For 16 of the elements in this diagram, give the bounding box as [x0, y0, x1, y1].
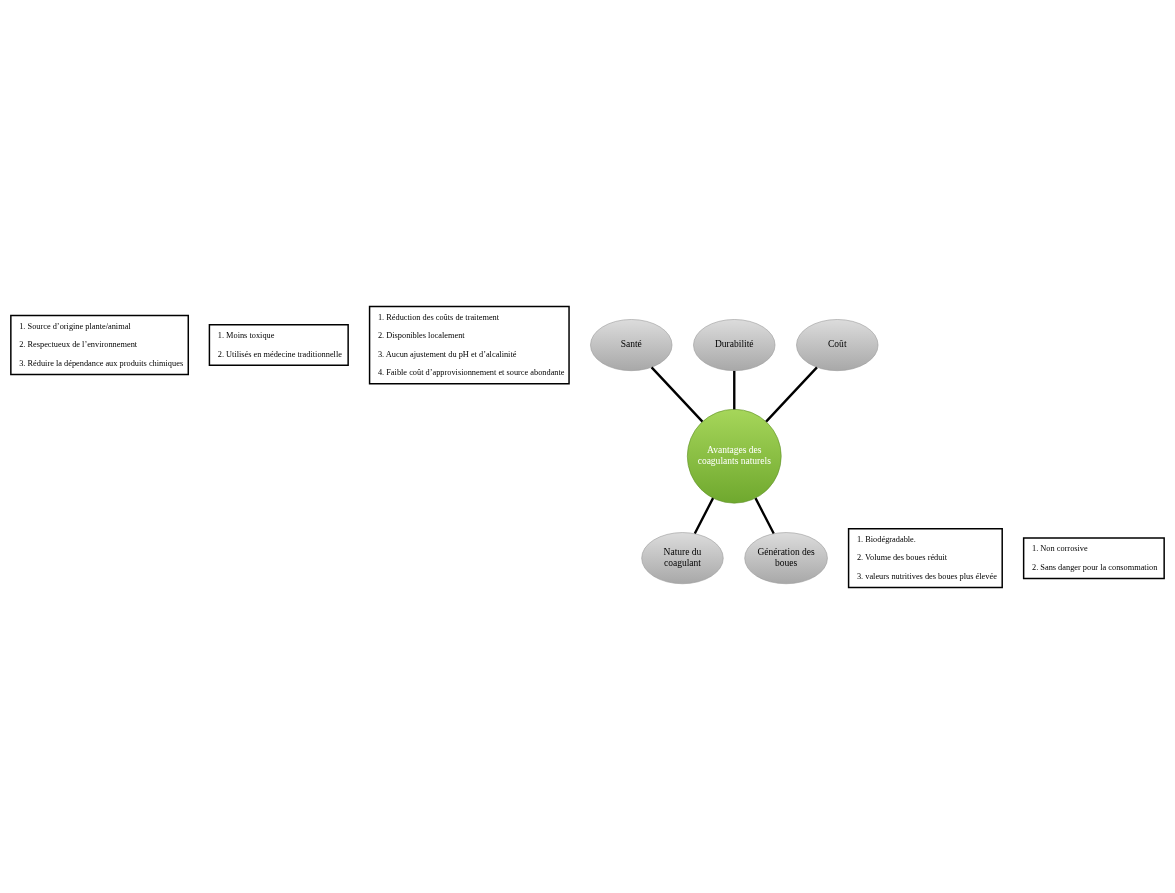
- node-ellipse: Génération des boues: [744, 531, 828, 584]
- connector: [754, 497, 775, 534]
- connector: [693, 497, 715, 534]
- node-box: 1. Biodégradable. 2. Volume des boues réduit 3. valeurs nutritives des boues plus élevée: [847, 527, 1003, 588]
- node-ellipse: Durabilité: [693, 318, 776, 371]
- connector: [765, 366, 818, 422]
- node-box: 1. Non corrosive 2. Sans danger pour la consommation: [1022, 536, 1165, 579]
- node-ellipse: Santé: [590, 318, 673, 371]
- connector: [650, 366, 704, 422]
- node-ellipse: Nature du coagulant: [641, 531, 724, 584]
- node-circle: Avantages des coagulants naturels: [687, 408, 782, 503]
- connector: [733, 370, 736, 409]
- node-ellipse: Coût: [796, 318, 879, 371]
- node-box: 1. Réduction des coûts de traitement 2. Disponibles localement 3. Aucun ajustement du pH et d’alcalinité 4. Faible coût d’approvisionnement et source abondante: [368, 305, 570, 385]
- node-box: 1. Moins toxique 2. Utilisés en médecine traditionnelle: [208, 323, 349, 366]
- node-box: 1. Source d’origine plante/animal 2. Respectueux de l’environnement 3. Réduire la dépendance aux produits chimiques: [10, 314, 190, 375]
